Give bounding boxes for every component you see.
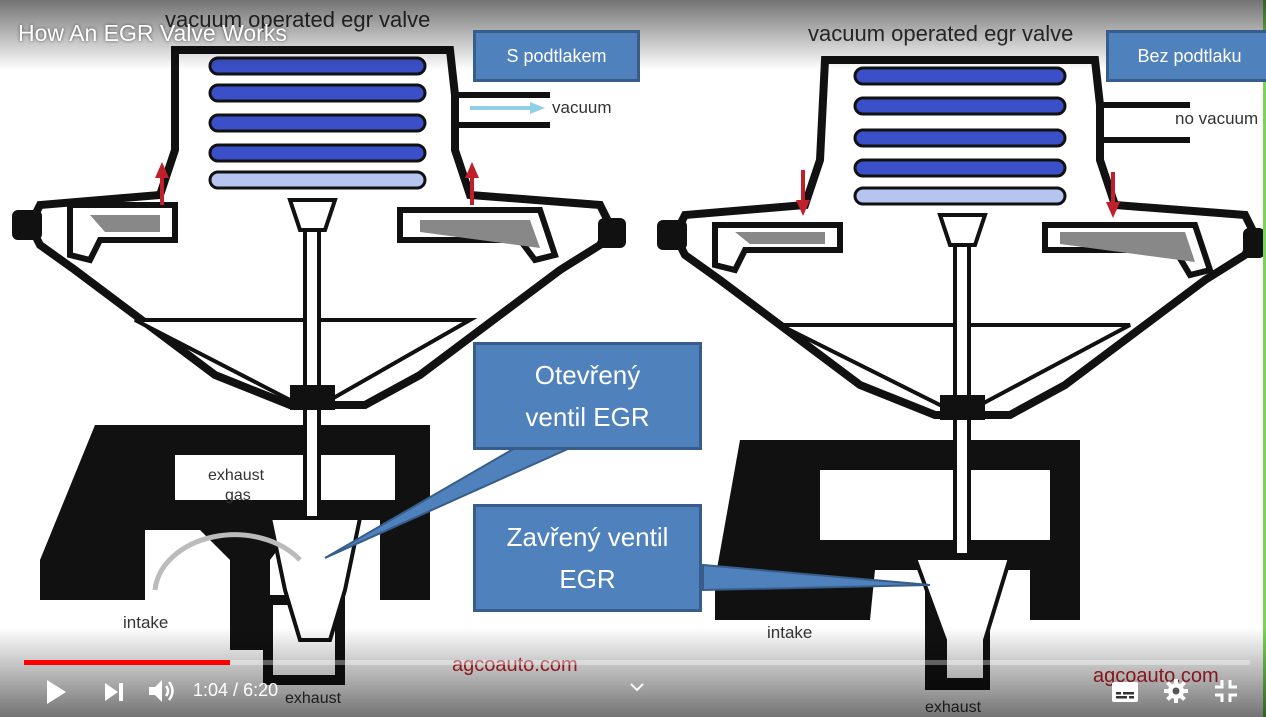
time-current: 1:04 (193, 680, 229, 700)
callout-open-valve: Otevřený ventil EGR (473, 342, 702, 450)
callout-without-vacuum: Bez podtlaku (1106, 30, 1266, 82)
callout-closed-line1: Zavřený ventil (506, 522, 669, 552)
callout-closed-valve: Zavřený ventil EGR (473, 504, 702, 612)
chevron-down-icon (630, 682, 644, 691)
callout-closed-line2: EGR (559, 564, 616, 594)
settings-button[interactable] (1160, 675, 1192, 707)
next-icon (105, 683, 123, 701)
subtitles-icon (1112, 682, 1138, 702)
left-watermark: agcoauto.com (452, 654, 578, 676)
volume-icon (149, 680, 174, 702)
left-intake-label: intake (123, 613, 168, 632)
play-button[interactable] (40, 676, 72, 708)
video-title[interactable]: How An EGR Valve Works (18, 20, 287, 46)
closed-callout-pointer (702, 563, 931, 592)
time-separator: / (228, 680, 244, 700)
gear-icon (1164, 679, 1188, 703)
callout-open-line2: ventil EGR (525, 402, 650, 432)
right-diagram-caption: vacuum operated egr valve (808, 21, 1073, 46)
time-display: 1:04 / 6:20 (193, 680, 278, 701)
exit-fullscreen-icon (1215, 680, 1237, 702)
vacuum-label: vacuum (552, 98, 612, 117)
progress-played (24, 660, 230, 665)
exhaust-gas-label-2: gas (225, 487, 251, 504)
volume-button[interactable] (144, 674, 180, 708)
subtitles-button[interactable] (1108, 678, 1142, 706)
next-button[interactable] (98, 676, 130, 708)
exit-fullscreen-button[interactable] (1210, 675, 1242, 707)
progress-bar[interactable] (24, 660, 1250, 665)
time-total: 6:20 (243, 680, 279, 700)
callout-with-vacuum: S podtlakem (473, 30, 640, 82)
exhaust-gas-label-1: exhaust (208, 467, 265, 484)
right-exhaust-label: exhaust (925, 699, 982, 716)
no-vacuum-label: no vacuum (1175, 109, 1258, 128)
chapter-chevron-button[interactable] (626, 676, 648, 698)
left-valve-drawing: vacuum operated egr valve vacuum exhaust… (12, 7, 626, 707)
right-intake-label: intake (767, 623, 812, 642)
play-icon (47, 680, 66, 704)
callout-open-line1: Otevřený (534, 360, 641, 390)
left-exhaust-label: exhaust (285, 690, 342, 707)
